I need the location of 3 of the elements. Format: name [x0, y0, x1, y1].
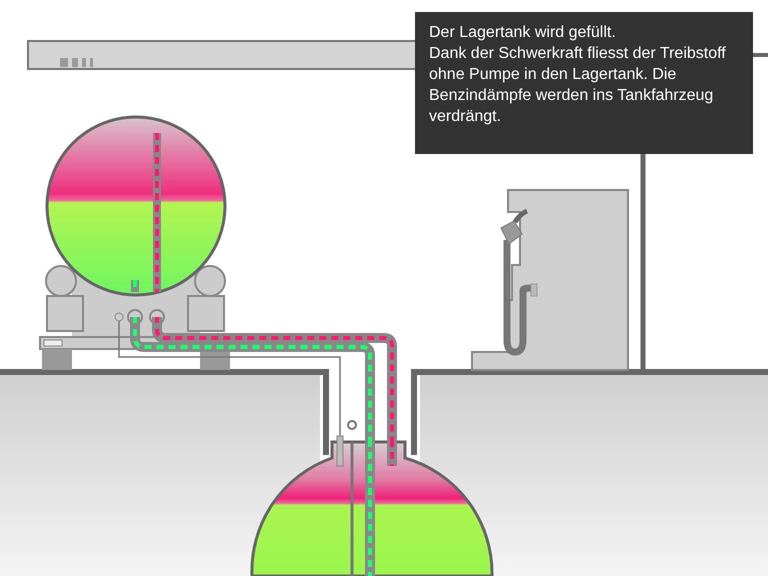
description-text: Der Lagertank wird gefüllt. [429, 23, 617, 43]
description-text: Dank der Schwerkraft fliesst der Treibstoff ohne Pumpe in den Lagertank. Die Benzindämpfe werden ins Tankfahrzeug verdrängt. [429, 44, 727, 127]
text-panel [415, 12, 753, 154]
